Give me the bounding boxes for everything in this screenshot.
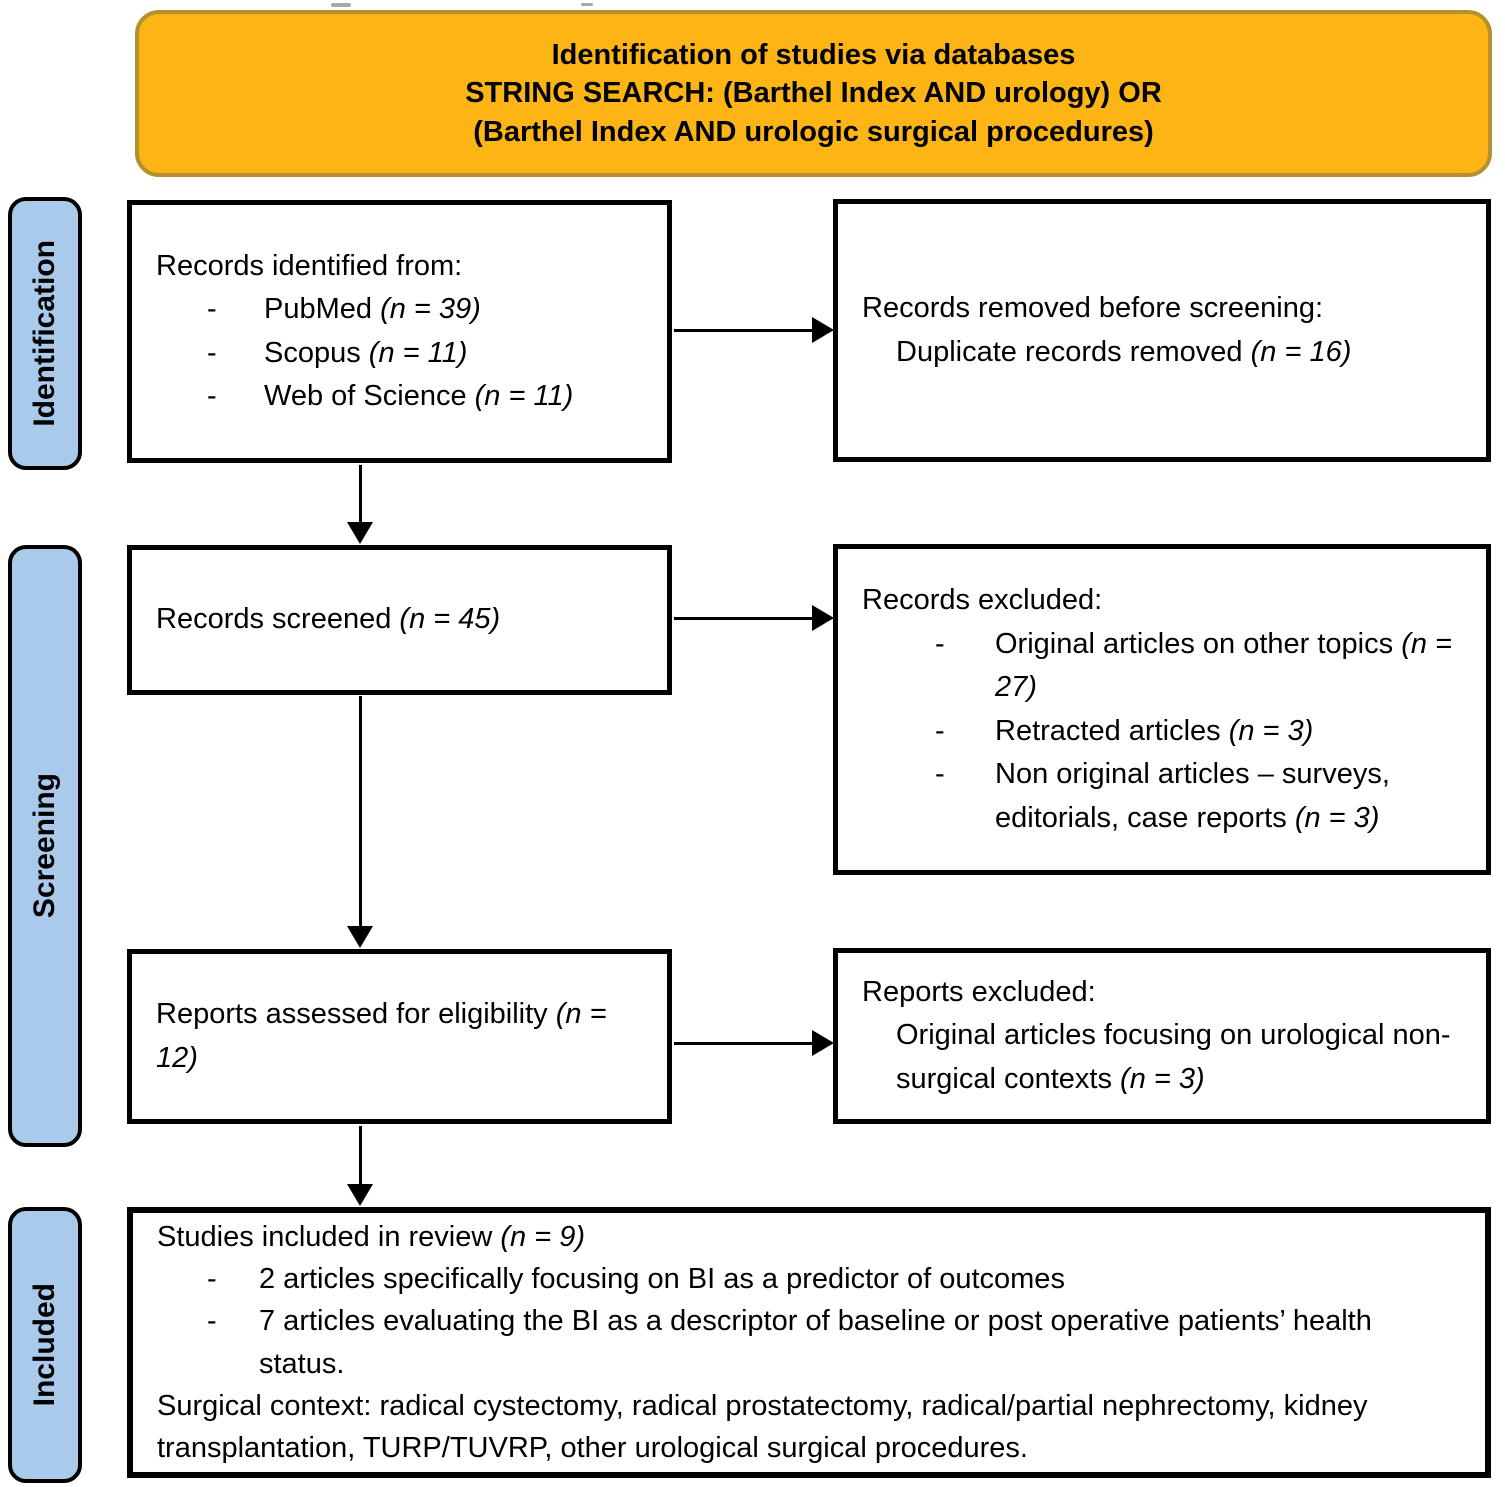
bullet-dash: -	[207, 1263, 217, 1296]
stage-label: Identification	[28, 240, 61, 427]
arrow-shaft	[359, 1126, 362, 1186]
box-records-removed: Records removed before screening: Duplica…	[833, 199, 1491, 462]
arrow-shaft	[674, 1042, 814, 1045]
stage-label: Included	[28, 1283, 61, 1407]
arrow-head-icon	[347, 522, 373, 544]
text-line: Records excluded:	[862, 584, 1103, 616]
text-line: -Scopus (n = 11)	[156, 332, 645, 376]
arrow-head-icon	[347, 926, 373, 948]
text-line: -Non original articles – surveys, editor…	[862, 753, 1464, 840]
arrow-shaft	[359, 465, 362, 525]
stage-label: Screening	[28, 773, 61, 919]
stage-included: Included	[8, 1207, 82, 1483]
text-line: Records identified from:	[156, 249, 463, 282]
text-line: Records screened (n = 45)	[156, 603, 501, 636]
box-records-screened: Records screened (n = 45)	[127, 545, 672, 695]
arrow-shaft	[359, 696, 362, 928]
text-line: -2 articles specifically focusing on BI …	[157, 1258, 1463, 1300]
text-line: -Web of Science (n = 11)	[156, 375, 645, 419]
header-line: (Barthel Index AND urologic surgical pro…	[473, 115, 1154, 148]
arrow-head-icon	[812, 605, 834, 631]
arrow-head-icon	[347, 1184, 373, 1206]
text-line: Original articles focusing on urological…	[896, 1019, 1451, 1095]
text-line: -Original articles on other topics (n = …	[862, 623, 1464, 710]
arrow-head-icon	[812, 1030, 834, 1056]
box-studies-included: Studies included in review (n = 9) -2 art…	[127, 1207, 1491, 1478]
box-records-identified: Records identified from: -PubMed (n = 39)…	[127, 200, 672, 463]
stray-mark	[331, 3, 351, 7]
text-line: -Retracted articles (n = 3)	[862, 710, 1464, 754]
stage-identification: Identification	[8, 197, 82, 470]
bullet-dash: -	[207, 1305, 217, 1338]
arrow-head-icon	[812, 317, 834, 343]
text-line: -7 articles evaluating the BI as a descr…	[157, 1300, 1463, 1384]
bullet-dash: -	[207, 336, 217, 369]
bullet-dash: -	[207, 293, 217, 325]
box-records-excluded: Records excluded: -Original articles on o…	[833, 544, 1491, 875]
bullet-dash: -	[935, 758, 945, 790]
text-line: Reports excluded:	[862, 975, 1096, 1008]
text-line: -PubMed (n = 39)	[156, 288, 645, 332]
stage-screening: Screening	[8, 545, 82, 1147]
text-line: Studies included in review (n = 9)	[157, 1221, 585, 1254]
text-line: Reports assessed for eligibility (n = 12…	[156, 998, 607, 1074]
box-reports-assessed: Reports assessed for eligibility (n = 12…	[127, 949, 672, 1124]
arrow-shaft	[674, 617, 814, 620]
text-line: Records removed before screening:	[862, 292, 1324, 324]
text-line: Surgical context: radical cystectomy, ra…	[157, 1389, 1368, 1464]
stray-mark	[581, 3, 593, 6]
box-reports-excluded: Reports excluded: Original articles focus…	[833, 948, 1491, 1124]
bullet-dash: -	[935, 627, 945, 660]
header-line: Identification of studies via databases	[551, 38, 1076, 71]
header-line: STRING SEARCH: (Barthel Index AND urolog…	[465, 77, 1162, 110]
header-banner: Identification of studies via databases …	[135, 10, 1492, 177]
bullet-dash: -	[935, 714, 945, 747]
arrow-shaft	[674, 329, 814, 332]
text-line: Duplicate records removed (n = 16)	[896, 335, 1352, 368]
bullet-dash: -	[207, 380, 217, 412]
